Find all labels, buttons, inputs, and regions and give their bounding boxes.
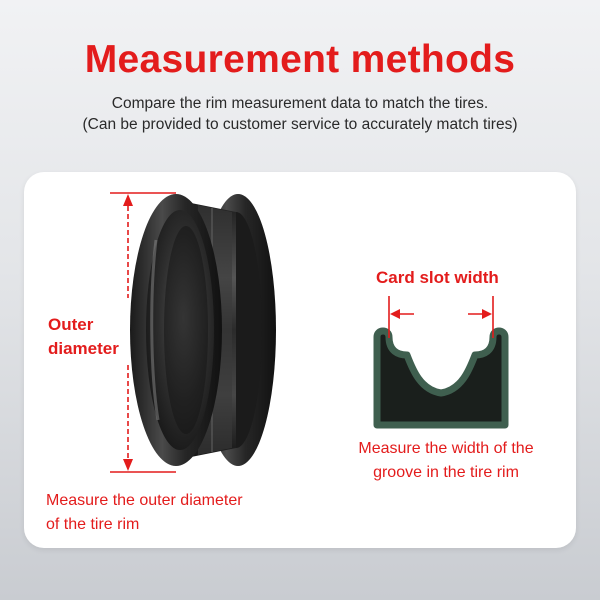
outer-diameter-caption: Measure the outer diameter of the tire r… <box>46 489 243 537</box>
card-slot-width-dimension <box>388 296 494 338</box>
outer-diameter-caption-line-1: Measure the outer diameter <box>46 492 243 509</box>
subtitle-line-2: (Can be provided to customer service to … <box>82 116 518 133</box>
page-title: Measurement methods <box>84 38 516 81</box>
rim-highlight <box>150 239 160 421</box>
groove-width-caption-line-1: Measure the width of the <box>358 440 534 457</box>
outer-diameter-label-line-2: diameter <box>48 339 119 358</box>
rim-front-depth <box>164 226 208 434</box>
groove-width-caption-line-2: groove in the tire rim <box>373 464 519 481</box>
page-subtitle: Compare the rim measurement data to matc… <box>0 93 600 135</box>
slot-arrow-left <box>390 309 400 319</box>
slot-arrow-right <box>482 309 492 319</box>
groove-cross-section <box>373 327 509 429</box>
groove-width-caption: Measure the width of the groove in the t… <box>330 437 562 485</box>
outer-diameter-label: Outer diameter <box>48 313 119 361</box>
outer-diameter-caption-line-2: of the tire rim <box>46 516 140 533</box>
dim-arrow-up <box>123 194 133 206</box>
rim-illustration <box>130 194 276 466</box>
outer-diameter-dimension <box>110 192 176 473</box>
cross-section-profile <box>373 327 509 429</box>
dim-arrow-down <box>123 459 133 471</box>
subtitle-line-1: Compare the rim measurement data to matc… <box>111 95 489 112</box>
card-slot-width-label: Card slot width <box>376 268 499 287</box>
outer-diameter-label-line-1: Outer <box>48 315 94 334</box>
